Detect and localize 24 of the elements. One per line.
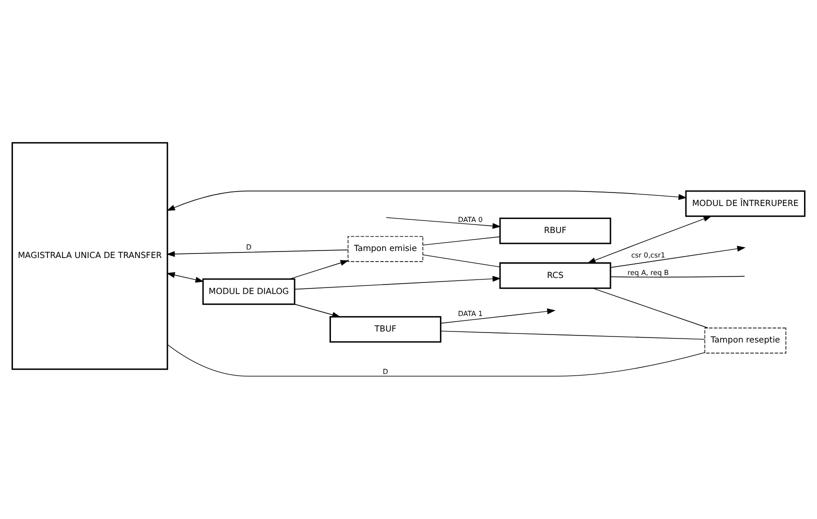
node-box: RBUF (499, 218, 612, 244)
connector (167, 344, 706, 377)
arrow (166, 272, 204, 283)
connector (592, 288, 708, 328)
arrow (440, 308, 556, 324)
arrow (294, 276, 501, 290)
arrow (289, 260, 349, 280)
node-box: Tampon emisie (348, 236, 424, 262)
node-box: TBUF (330, 316, 442, 343)
arrow (166, 190, 687, 211)
node-box: MAGISTRALA UNICA DE TRANSFER (12, 142, 168, 370)
connector (440, 330, 706, 340)
arrow (166, 250, 348, 257)
connector (422, 254, 500, 268)
node-box: MODUL DE DIALOG (202, 278, 296, 305)
arrow (386, 217, 501, 229)
arrow (587, 216, 712, 264)
arrow (610, 246, 746, 268)
node-box: MODUL DE ÎNTRERUPERE (685, 190, 806, 217)
node-box: RCS (499, 262, 612, 289)
connector (422, 236, 500, 246)
connector (610, 276, 745, 278)
arrow (294, 304, 341, 318)
node-box: Tampon reseptie (704, 328, 786, 354)
